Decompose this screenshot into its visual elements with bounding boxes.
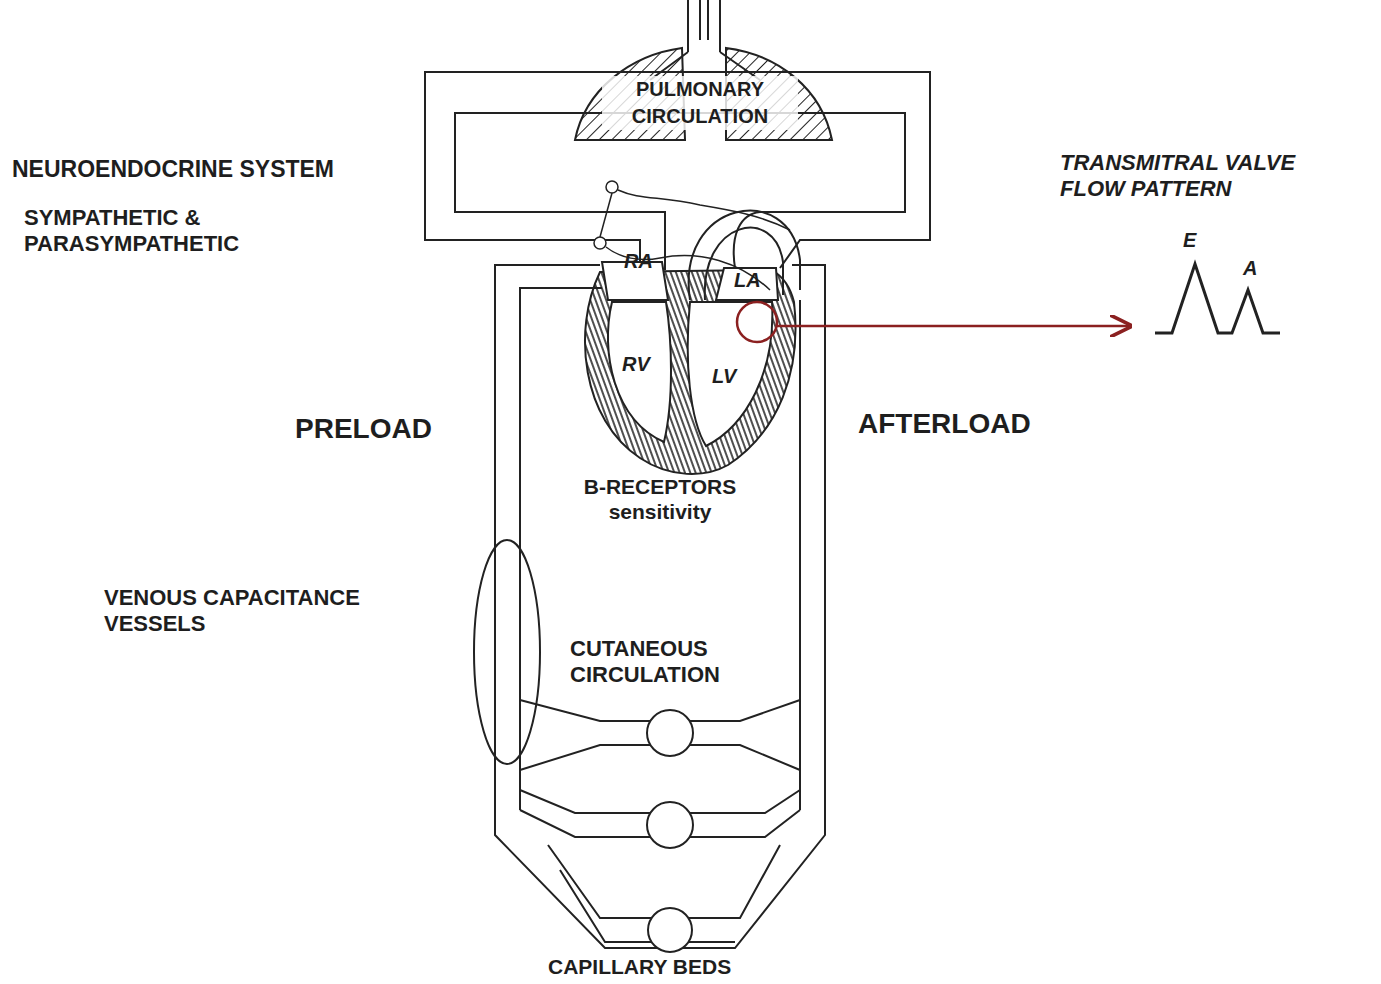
lungs (575, 0, 832, 140)
system-label: NEUROENDOCRINE SYSTEM (12, 156, 334, 184)
vessel-label: VENOUS CAPACITANCE VESSELS (104, 585, 444, 638)
chamber-label: RV (622, 352, 650, 376)
load-label: AFTERLOAD (858, 407, 1031, 441)
chamber-label: LV (712, 364, 736, 388)
lung-region: PULMONARY CIRCULATION (590, 76, 810, 130)
wave-label: A (1243, 256, 1257, 280)
mitral-valve-marker (737, 302, 777, 342)
region-label: PULMONARY CIRCULATION (602, 76, 798, 130)
system-label: SYMPATHETIC & PARASYMPATHETIC (24, 205, 304, 258)
wave-label: E (1183, 228, 1196, 252)
venous-capacitance-vessel (474, 540, 540, 764)
chamber-label: LA (734, 268, 761, 292)
receptor-label: B-RECEPTORS sensitivity (545, 474, 775, 524)
flow-waveform (1155, 264, 1280, 333)
load-label: PRELOAD (295, 412, 432, 446)
pattern-title: TRANSMITRAL VALVE FLOW PATTERN (1060, 150, 1360, 203)
circulation-label: CUTANEOUS CIRCULATION (570, 636, 780, 689)
systemic-loop (495, 265, 825, 952)
heart (585, 262, 796, 474)
pulmonary-loop (425, 72, 930, 270)
circulation-label: CAPILLARY BEDS (548, 954, 731, 979)
chamber-label: RA (624, 249, 653, 273)
leader-arrow (777, 325, 1130, 328)
